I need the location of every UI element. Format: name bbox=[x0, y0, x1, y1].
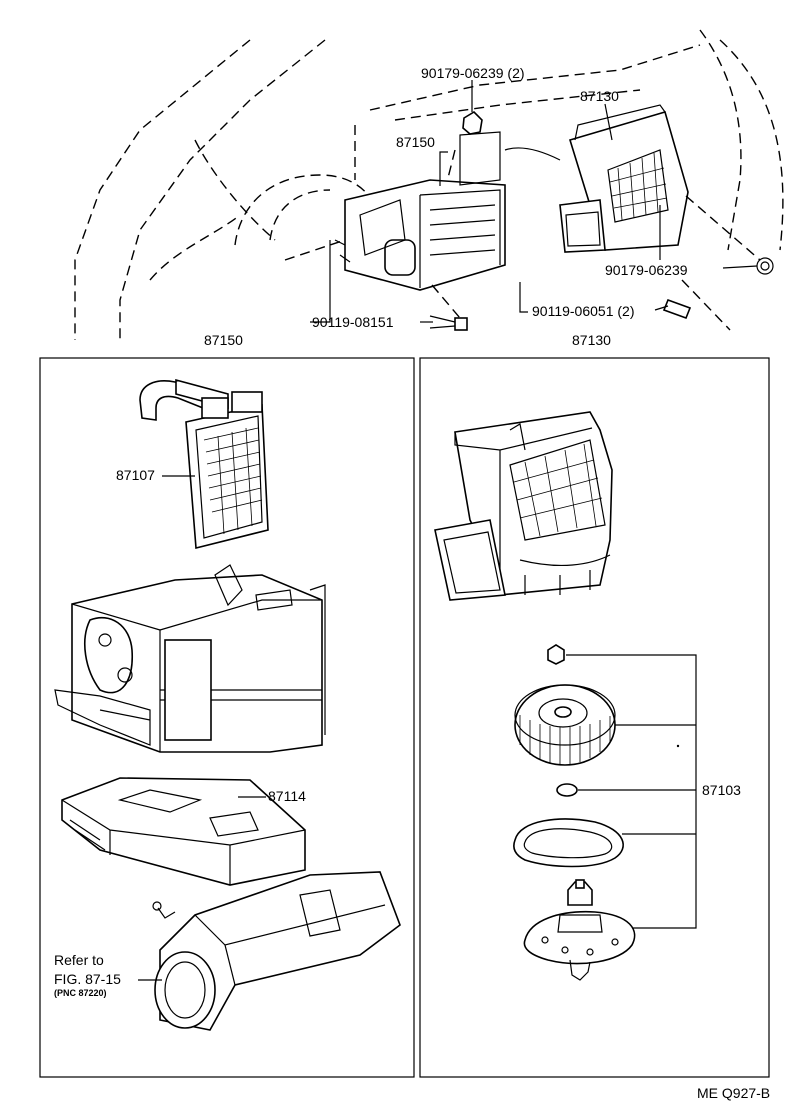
label-87114: 87114 bbox=[268, 788, 306, 804]
blower-housing bbox=[434, 411, 613, 601]
label-90179-06239-2: 90179-06239 (2) bbox=[421, 65, 525, 81]
heater-case-lower bbox=[61, 777, 306, 886]
blower-nut bbox=[547, 644, 565, 665]
blower-motor bbox=[523, 879, 636, 981]
label-87150-top: 87150 bbox=[396, 134, 435, 150]
refer-pnc-text: (PNC 87220) bbox=[54, 988, 107, 998]
refer-to-text: Refer to bbox=[54, 952, 104, 968]
top-hardware bbox=[429, 110, 774, 331]
label-90119-08151: 90119-08151 bbox=[312, 314, 394, 330]
refer-figure-text: FIG. 87-15 bbox=[54, 971, 121, 987]
heater-case-upper bbox=[54, 564, 326, 753]
dot-mark bbox=[676, 744, 680, 748]
top-leader-lines bbox=[310, 80, 761, 331]
box-left-title: 87150 bbox=[204, 332, 243, 348]
label-90179-06239: 90179-06239 bbox=[605, 262, 688, 278]
motor-gasket bbox=[513, 818, 624, 868]
screw-left-icon bbox=[454, 317, 468, 331]
heater-unit-top-view bbox=[334, 131, 561, 291]
radiator-core bbox=[139, 378, 269, 550]
nut-top-icon bbox=[462, 110, 483, 135]
label-87103: 87103 bbox=[702, 782, 741, 798]
label-87130-top: 87130 bbox=[580, 88, 619, 104]
fan-spacer bbox=[556, 783, 578, 797]
box-right-frame bbox=[419, 357, 770, 1078]
box-left-frame bbox=[39, 357, 415, 1078]
label-90119-06051-2: 90119-06051 (2) bbox=[532, 303, 634, 319]
label-87107: 87107 bbox=[116, 467, 155, 483]
blower-fan bbox=[514, 684, 616, 766]
screw-right-icon bbox=[662, 298, 692, 320]
leader-87103 bbox=[566, 654, 697, 929]
blower-unit-top-view bbox=[559, 104, 689, 253]
box-right-title: 87130 bbox=[572, 332, 611, 348]
figure-code: ME Q927-B bbox=[697, 1085, 770, 1101]
air-duct bbox=[152, 871, 401, 1031]
